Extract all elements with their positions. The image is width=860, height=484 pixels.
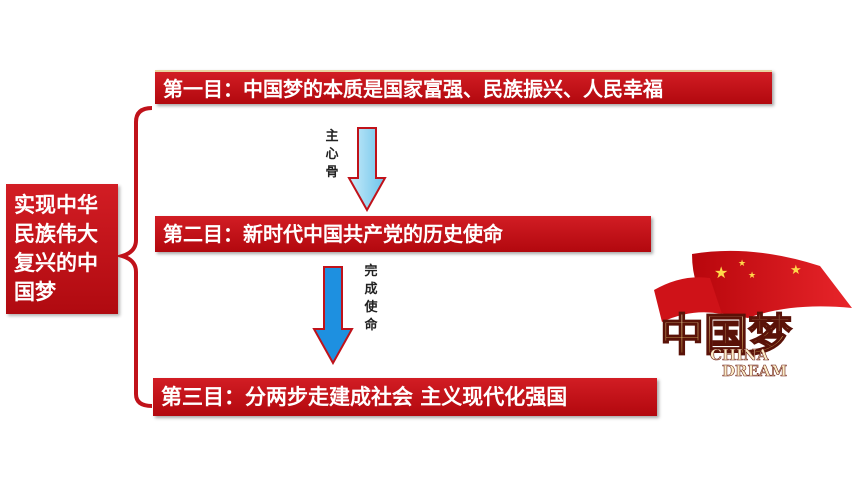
logo-sub-2: DREAM bbox=[722, 362, 787, 380]
arrow-label-2-char-4: 命 bbox=[364, 318, 378, 333]
main-topic-line-3: 复兴的中 bbox=[14, 251, 98, 275]
main-topic-box: 实现中华 民族伟大 复兴的中 国梦 bbox=[6, 184, 118, 314]
down-arrow-icon bbox=[347, 127, 387, 212]
brace-connector bbox=[118, 106, 153, 408]
arrow-label-1-char-2: 心 bbox=[325, 147, 339, 162]
arrow-label-2-char-1: 完 bbox=[364, 264, 378, 279]
arrow-label-2: 完 成 使 命 bbox=[363, 263, 379, 335]
china-dream-logo: ★ ★ ★ ★ 中国梦 CHINA DREAM bbox=[654, 250, 852, 380]
star-icon: ★ bbox=[748, 271, 756, 281]
star-icon: ★ bbox=[790, 263, 802, 278]
star-icon: ★ bbox=[714, 263, 728, 282]
arrow-label-2-char-3: 使 bbox=[364, 300, 378, 315]
section-bar-2: 第二目：新时代中国共产党的历史使命 bbox=[155, 216, 651, 252]
logo-chars: 中国梦 bbox=[660, 310, 792, 361]
main-topic-line-4: 国梦 bbox=[14, 280, 56, 304]
arrow-label-2-char-2: 成 bbox=[364, 282, 378, 297]
section-bar-3: 第三目：分两步走建成社会 主义现代化强国 bbox=[153, 378, 657, 416]
main-topic-line-1: 实现中华 bbox=[14, 193, 98, 217]
arrow-label-1: 主 心 骨 bbox=[324, 128, 340, 182]
section-bar-1: 第一目：中国梦的本质是国家富强、民族振兴、人民幸福 bbox=[155, 70, 772, 104]
down-arrow-icon bbox=[312, 266, 354, 365]
arrow-label-1-char-1: 主 bbox=[325, 129, 339, 144]
logo-sub-1: CHINA bbox=[710, 346, 769, 364]
star-icon: ★ bbox=[738, 259, 746, 269]
main-topic-line-2: 民族伟大 bbox=[14, 222, 98, 246]
arrow-label-1-char-3: 骨 bbox=[325, 165, 339, 180]
